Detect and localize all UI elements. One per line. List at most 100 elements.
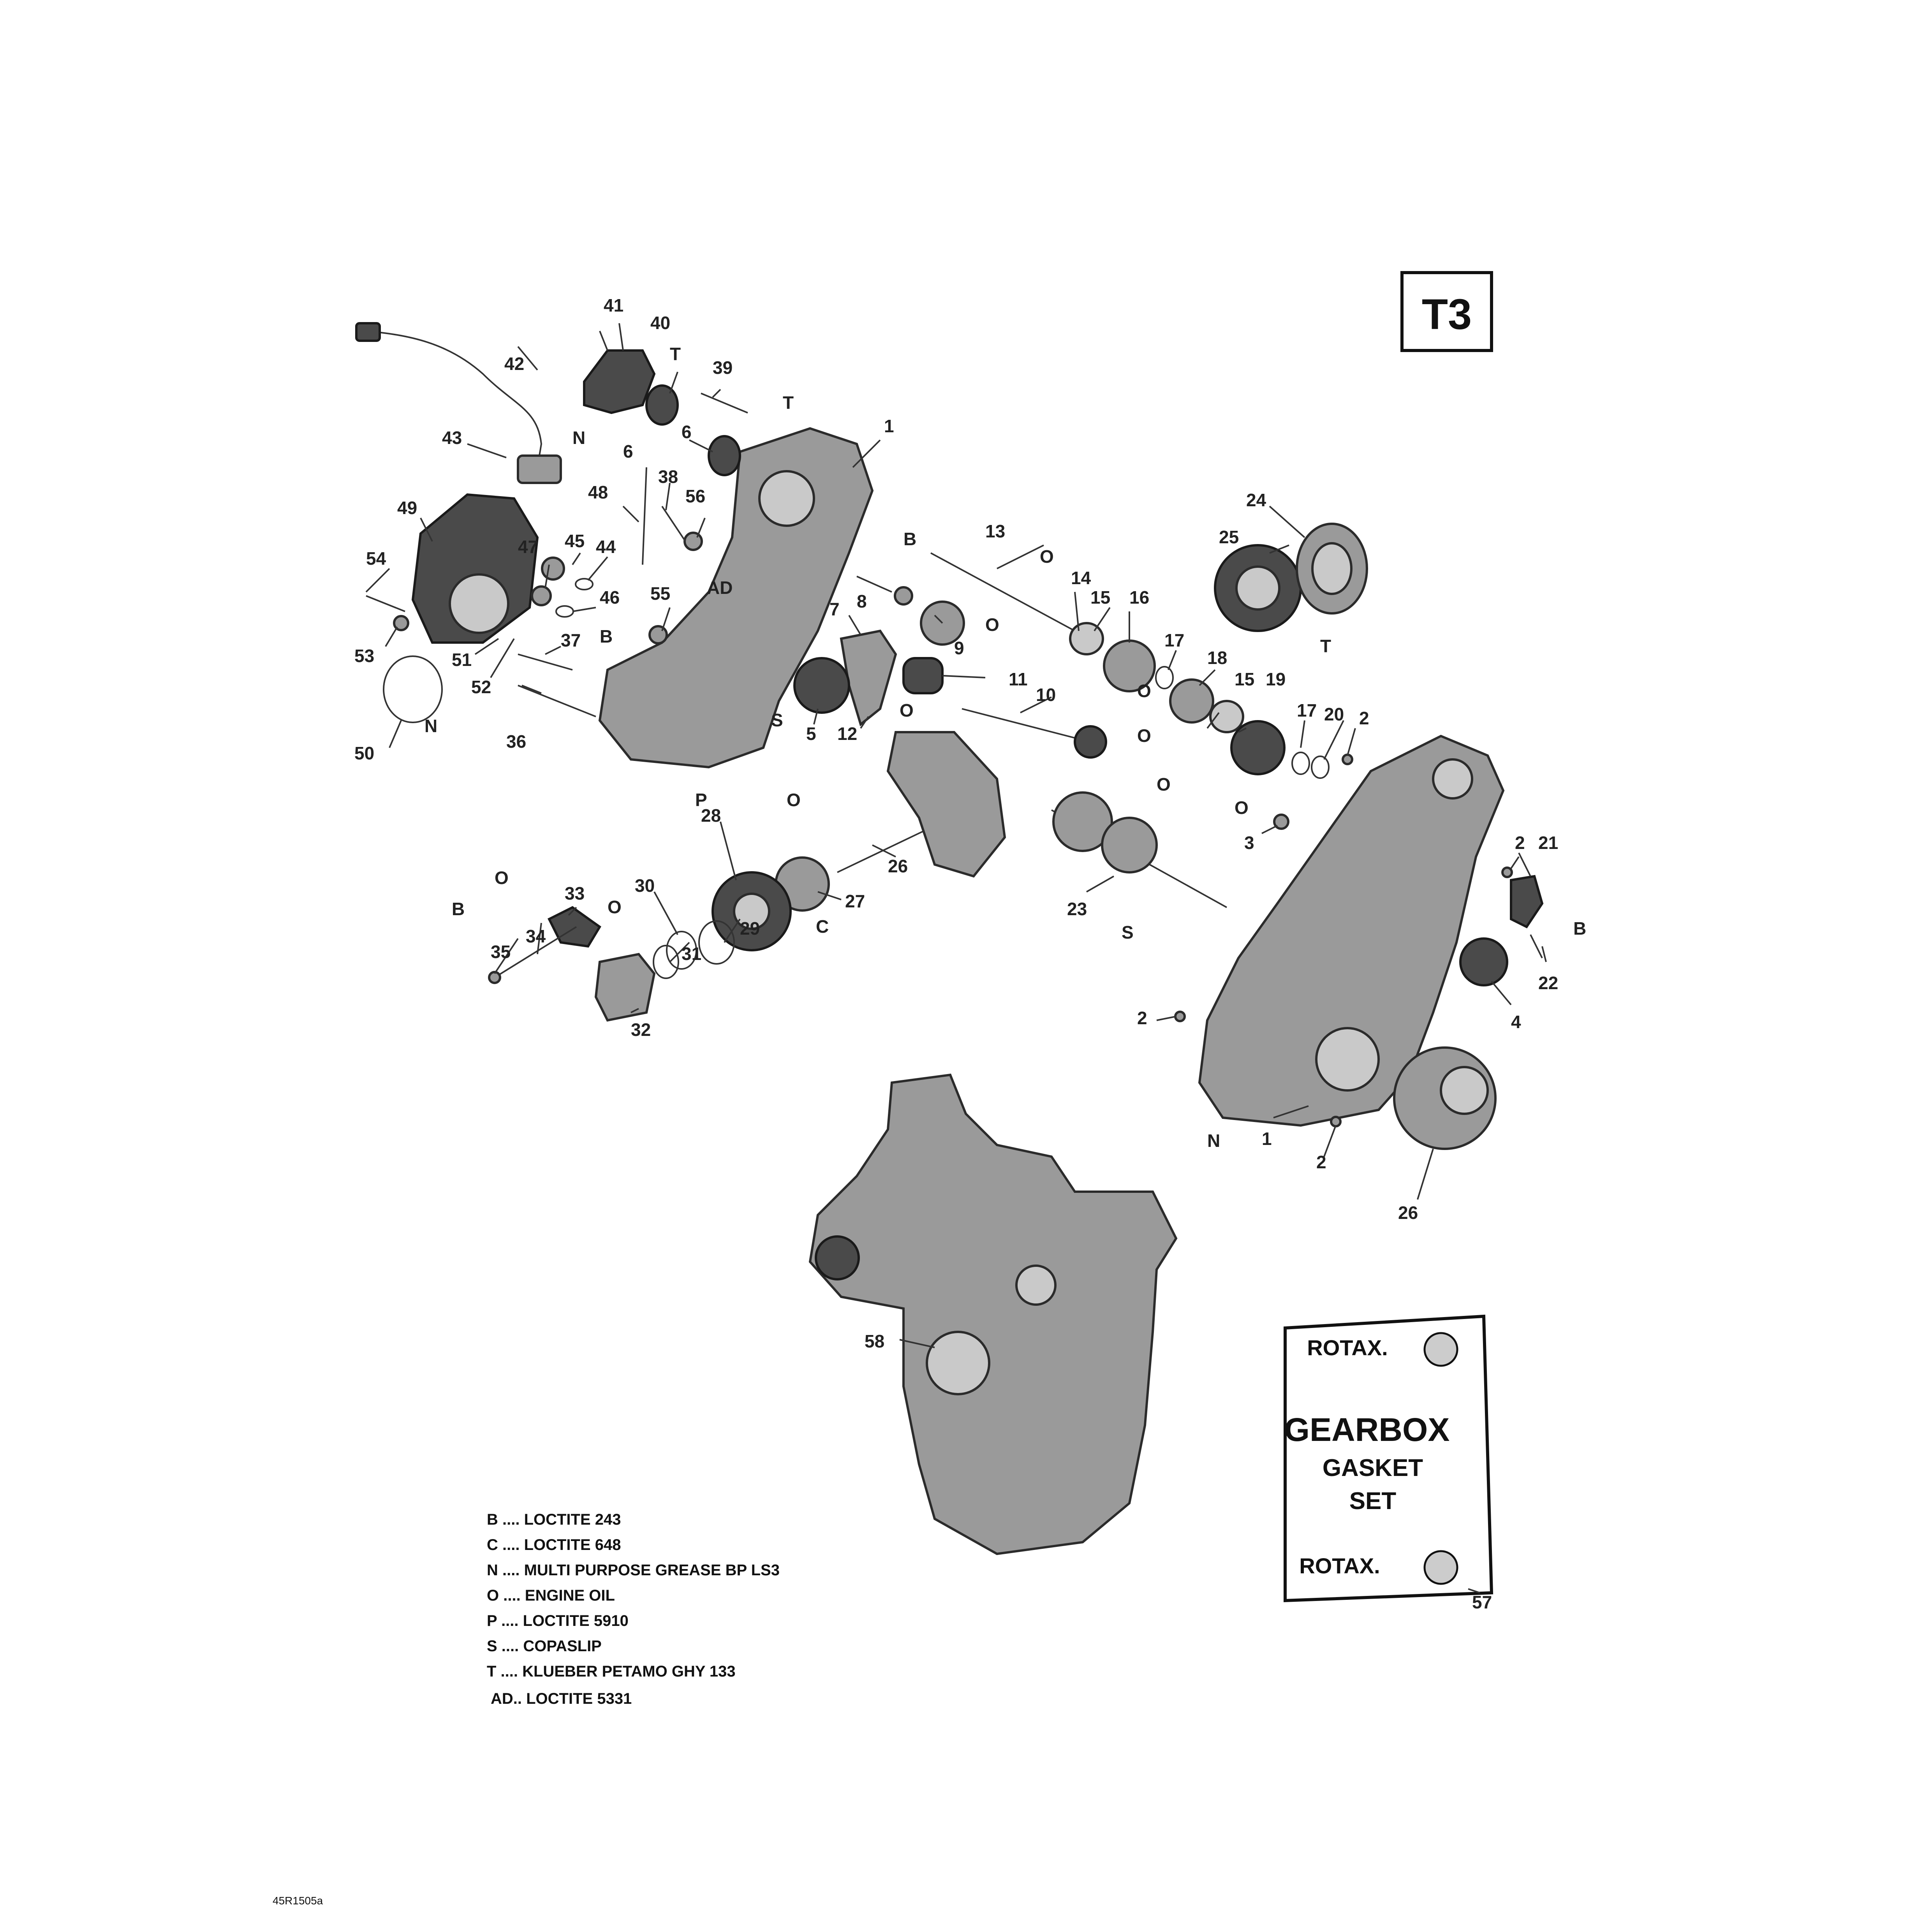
gasket-kit-brand-top: ROTAX. [1307,1335,1388,1360]
leader-14 [1074,592,1080,631]
leader-46 [572,607,596,612]
callout-49: 49 [397,498,417,518]
leader-32 [630,1008,639,1013]
leader-54 [365,568,390,593]
callout-46: 46 [600,587,620,608]
marker-o-1: O [1040,546,1054,567]
bolt-37 [518,653,573,671]
marker-o-3: O [900,700,914,720]
callout-11: 11 [1009,669,1028,689]
compound-markers: T T T N N N AD B B B B O O O O O O O O O… [424,344,1586,1151]
leader-7 [848,615,861,636]
callout-29: 29 [740,918,760,939]
gasket-kit-bag [1284,1314,1493,1603]
callout-31: 31 [682,944,701,964]
bevel-gear-26 [886,731,1006,878]
callout-57: 57 [1472,1592,1492,1612]
marker-o-6: O [1157,774,1171,794]
leader-56 [696,518,706,538]
leader-23 [1086,875,1114,893]
washer-8 [894,586,913,606]
leader-33 [568,907,577,916]
bracket-21 [1510,875,1544,928]
left-crankcase-group [355,322,874,769]
bolt-7 [856,576,892,593]
leader-20 [1323,720,1344,760]
leader-47 [544,564,550,588]
ring-17a [1155,666,1174,689]
callout-15b: 15 [1235,669,1254,689]
leader-15a [1094,607,1111,632]
leader-34 [537,923,542,955]
callout-20: 20 [1324,704,1344,724]
sensor-cover [583,349,656,414]
gear-23a [1052,791,1113,852]
leader-13 [997,544,1044,569]
compound-legend: B .... LOCTITE 243 C .... LOCTITE 648 N … [487,1511,780,1707]
bolt-39 [701,393,748,414]
marker-o-5: O [1137,726,1151,746]
marker-ad: AD [707,578,733,598]
marker-b-2: B [600,626,613,646]
bushing-32 [594,953,656,1022]
marker-p-1: P [695,790,707,810]
callout-2b: 2 [1515,833,1525,853]
callout-1a: 1 [884,416,894,436]
leader-15b [1206,712,1220,729]
callout-24: 24 [1246,490,1266,510]
callout-54: 54 [366,548,386,569]
leader-11 [942,675,986,678]
ring-20 [1311,756,1330,779]
leader-2a [1347,728,1356,756]
callout-26a: 26 [888,856,908,876]
screw-54 [366,595,405,612]
bolt-36 [518,685,596,717]
right-case-bore-top [1432,758,1473,800]
callout-19: 19 [1266,669,1286,689]
assembled-gearbox-output [815,1235,860,1280]
gear-19 [1230,720,1286,775]
leader-26b [1417,1148,1434,1200]
callout-25: 25 [1219,527,1239,547]
callout-numbers: 1 1 2 2 2 2 3 4 5 6 6 7 8 9 10 11 12 13 … [354,295,1558,1612]
callout-41: 41 [604,295,623,315]
gear-23b [1101,817,1158,874]
leader-lines [365,323,1547,1594]
callout-15a: 15 [1090,587,1110,608]
bearing-4 [1459,937,1508,986]
leader-22 [1541,946,1547,962]
callout-27: 27 [845,891,865,911]
case-bore [758,470,815,527]
gasket-kit-line2: GASKET [1323,1455,1423,1481]
callout-38: 38 [658,467,678,487]
leader-21 [1518,852,1531,877]
marker-n-1: N [572,428,585,448]
speed-sensor [517,454,562,484]
leader-30 [653,891,678,935]
leader-17a [1168,650,1177,670]
gasket-kit-line3: SET [1349,1488,1397,1515]
callout-17a: 17 [1164,630,1184,650]
right-crankcase-group [1174,734,1544,1150]
wiring-harness [366,330,542,468]
leader-26a [872,844,896,858]
callout-9: 9 [954,638,964,658]
callout-50: 50 [354,743,374,763]
plug-56 [683,532,703,551]
leader-48 [622,505,639,523]
plug-47 [531,585,552,606]
leader-28 [720,821,737,881]
o-ring-44 [575,578,594,590]
leader-37 [545,646,561,655]
assembled-gearbox-boss [1015,1265,1057,1306]
dowel-3 [1273,814,1289,830]
leader-12 [860,716,869,729]
callout-10: 10 [1036,685,1056,705]
side-cover-boss [449,573,509,634]
dowel-2d [1330,1116,1342,1127]
callout-16: 16 [1129,587,1149,608]
assembled-gearbox-bore [926,1331,990,1395]
washer-55 [648,625,668,645]
leader-58 [899,1339,935,1348]
callout-12: 12 [837,724,857,744]
